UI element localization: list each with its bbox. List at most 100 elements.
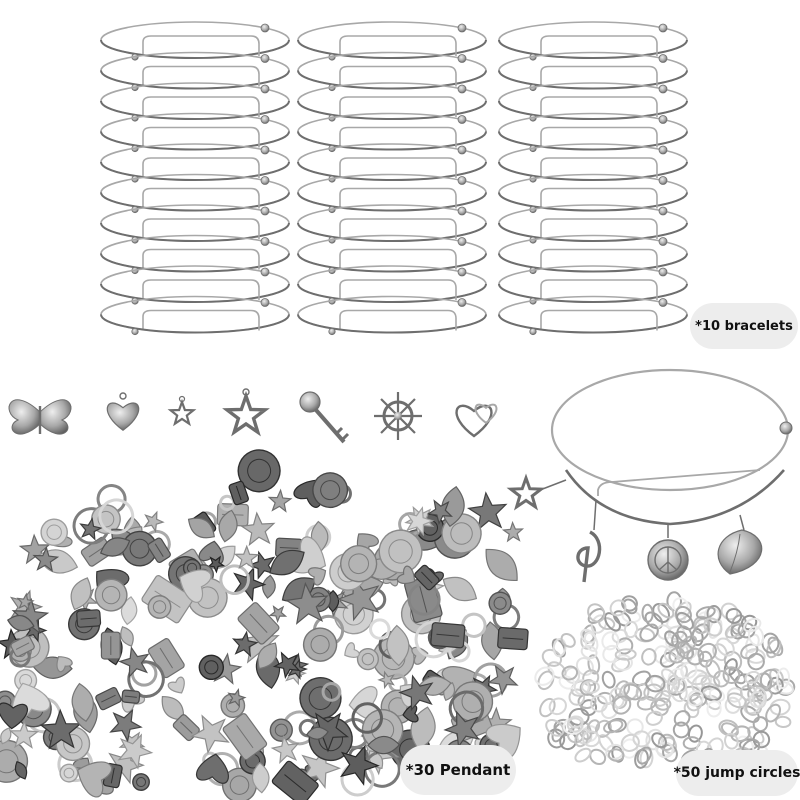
pendant-charm — [268, 605, 288, 624]
jump-ring — [728, 667, 746, 685]
double-heart-charm — [455, 403, 498, 438]
jump-ring — [740, 705, 760, 723]
jump-ring — [580, 628, 597, 644]
jump-ring — [725, 607, 743, 624]
bangle-bracelet — [297, 265, 487, 305]
pendant-charm — [257, 642, 278, 670]
jump-ring — [769, 698, 791, 716]
pendant-charm — [307, 567, 327, 586]
bangle-bracelet — [100, 204, 290, 244]
jump-ring — [560, 632, 576, 648]
bangle-bracelet — [498, 143, 688, 183]
pendant-charm — [485, 548, 518, 581]
pendant-charm — [0, 727, 12, 745]
jump-ring — [752, 730, 771, 749]
jump-ring — [609, 599, 627, 617]
pendant-charm — [344, 642, 360, 658]
jump-ring — [700, 685, 722, 702]
jump-ring — [613, 654, 633, 671]
jump-ring — [761, 632, 780, 654]
pendant-charm — [161, 695, 185, 721]
bangle-bracelet — [498, 295, 688, 336]
jump-ring — [657, 602, 675, 619]
jump-ring — [541, 648, 563, 667]
pendant-charm — [132, 773, 150, 791]
bracelet-stack — [100, 21, 290, 336]
jump-ring — [545, 719, 565, 737]
jump-ring — [676, 625, 693, 643]
pendant-charm — [233, 544, 260, 570]
pendant-charm — [98, 498, 135, 535]
pendant-charm — [497, 626, 529, 651]
jump-ring — [718, 719, 739, 737]
bangle-bracelet — [100, 82, 290, 122]
jump-ring — [706, 700, 722, 718]
jump-ring — [668, 647, 686, 664]
pendant-charm — [178, 569, 212, 603]
pendant-charm — [70, 577, 92, 611]
pendant-charm — [251, 761, 270, 794]
jump-ring — [639, 748, 654, 769]
jump-ring — [747, 652, 765, 671]
pendant-charm — [367, 735, 401, 755]
bangle-bracelet — [100, 112, 290, 153]
jump-ring — [691, 623, 710, 643]
jump-ring — [650, 675, 667, 692]
jump-ring — [716, 637, 735, 657]
pendant-charm — [196, 753, 229, 784]
jump-ring — [602, 644, 621, 663]
pendant-charm — [32, 546, 60, 573]
jump-ring — [724, 732, 739, 750]
bracelet-stack — [498, 21, 688, 336]
jump-ring — [776, 667, 791, 690]
jump-ring — [703, 617, 723, 637]
leaf-charm — [717, 514, 763, 575]
jump-ring — [623, 683, 643, 701]
assembled-bracelet — [506, 368, 793, 583]
jump-ring — [580, 699, 598, 717]
pendant-charm — [356, 648, 380, 671]
bangle-bracelet — [100, 295, 290, 336]
bracelet-stack — [297, 21, 487, 336]
pendant-charm — [262, 574, 276, 599]
pendant-charm — [90, 504, 121, 535]
pendant-pile — [0, 449, 529, 800]
jump-ring-pile — [534, 591, 796, 769]
pendant-charm — [402, 704, 419, 723]
jump-ring — [605, 743, 625, 760]
pendant-charm — [269, 549, 305, 576]
jump-ring — [568, 688, 586, 706]
pendant-charm — [396, 565, 416, 585]
jump-ring — [752, 716, 769, 733]
pendant-charm — [485, 723, 521, 760]
pendant-charm — [40, 518, 68, 547]
jump-ring — [724, 696, 741, 714]
pendant-charm — [218, 509, 238, 543]
pendant-charm — [147, 537, 171, 563]
pendant-charm — [386, 624, 410, 667]
jump-ring — [632, 730, 651, 748]
jump-ring — [548, 697, 567, 716]
jump-ring — [641, 603, 654, 623]
jump-ring — [722, 666, 741, 684]
heart-charm — [106, 392, 140, 431]
small-star-charm — [167, 395, 197, 427]
jump-ring — [676, 611, 694, 631]
pendant-charm — [95, 686, 122, 711]
jump-ring — [607, 748, 625, 762]
bracelet-stacks — [100, 21, 688, 336]
pendant-charm — [405, 506, 435, 537]
jump-ring — [612, 695, 632, 715]
pendant-charm — [6, 614, 35, 632]
jump-ring — [689, 692, 708, 707]
jump-ring — [575, 657, 594, 676]
ship-wheel-charm — [374, 392, 422, 440]
pendant-charm — [8, 719, 40, 749]
pendant-charm — [167, 676, 185, 694]
pendant-charm — [118, 645, 150, 679]
jump-ring — [603, 719, 624, 734]
pendant-charm — [271, 760, 319, 800]
jump-ring — [589, 748, 607, 766]
bangle-bracelet — [297, 234, 487, 275]
bangle-bracelet — [498, 173, 688, 214]
